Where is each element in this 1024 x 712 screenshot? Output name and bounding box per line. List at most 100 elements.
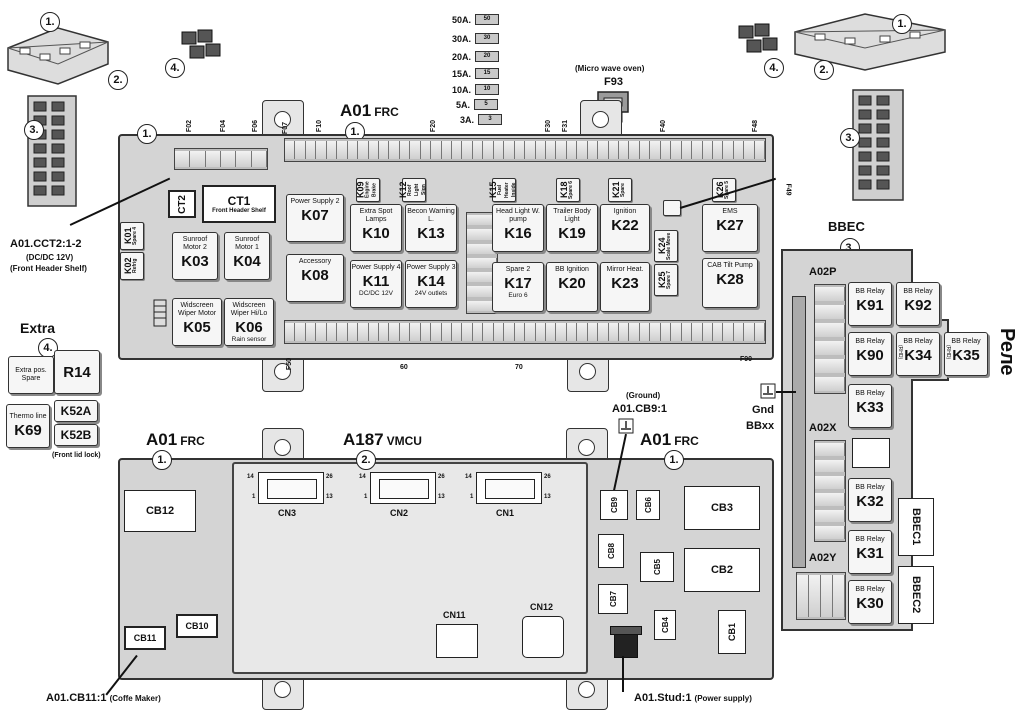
k52a-code: K52A xyxy=(60,404,92,418)
fuse-slot xyxy=(809,575,821,617)
cb4-block: CB4 xyxy=(654,610,676,640)
relay-name: Extra Spot Lamps xyxy=(359,208,393,223)
fuse-slot xyxy=(619,323,630,341)
legend-label: 3A. xyxy=(460,114,475,125)
small-relay-code: K24 xyxy=(657,237,667,255)
fuse-slot xyxy=(545,141,557,159)
a02y-label: A02Y xyxy=(809,552,837,564)
cb6-block: CB6 xyxy=(636,490,660,520)
cb3-block: CB3 xyxy=(684,486,760,530)
small-relay-code: K15 xyxy=(488,181,498,199)
relay-name: Accessory xyxy=(298,258,332,265)
fuse-slot xyxy=(815,443,845,456)
relay-name: CAB Tilt Pump xyxy=(707,262,753,269)
small-relay-name: Spare 7 xyxy=(666,270,672,290)
cn11-connector xyxy=(436,624,478,658)
ct1-connector: CT1 Front Header Shelf xyxy=(202,185,276,223)
fuse-slot xyxy=(347,141,359,159)
fuse-slot xyxy=(587,141,599,159)
ground-icon xyxy=(618,418,634,434)
small-relay-code: K09 xyxy=(355,181,366,199)
small-relay-name: Fuel Heater Inside xyxy=(497,182,517,198)
ct2-connector: CT2 xyxy=(168,190,196,218)
relay-name: Widscreen Wiper Hi/Lo xyxy=(230,302,268,317)
fuse-slot xyxy=(556,323,567,341)
relay-name: BB Relay xyxy=(903,288,933,295)
fuse-slot xyxy=(368,141,379,159)
pin-13: 13 xyxy=(544,494,551,500)
relay-name: BB Relay xyxy=(855,338,885,345)
relay-code: K13 xyxy=(417,225,445,242)
fuse-slot xyxy=(660,323,672,341)
relay-code: K32 xyxy=(856,493,884,510)
frc-top-badge-left: 1. xyxy=(137,124,157,144)
relay-note: DC/DC 12V xyxy=(359,290,393,297)
legend-row: 20A.20 xyxy=(452,51,500,62)
fuse-slot xyxy=(462,141,473,159)
vmcu-badge: 2. xyxy=(356,450,376,470)
relay-side-label: Реле xyxy=(996,328,1018,376)
cb11-block: CB11 xyxy=(124,626,166,650)
relay-k23: Mirror Heat.K23 xyxy=(600,262,650,312)
fuse-slot xyxy=(815,476,845,490)
small-relay-name: Spare 6 xyxy=(568,180,574,200)
relay-name: BB Relay xyxy=(855,586,885,593)
r14-relay: Extra pos. Spare xyxy=(8,356,54,394)
k52b-code: K52B xyxy=(60,428,92,442)
fuse-slot xyxy=(452,323,463,341)
cb1-block: CB1 xyxy=(718,610,746,654)
relay-code: K31 xyxy=(856,545,884,562)
fuse-slot xyxy=(441,323,452,341)
pin-1: 1 xyxy=(470,494,474,500)
small-relay-name: Spare xyxy=(620,183,626,197)
a02p-label: A02P xyxy=(809,266,837,278)
fuse-slot xyxy=(702,141,713,159)
k69-label: Thermo line xyxy=(9,413,47,420)
relay-note: (RHD) xyxy=(945,345,951,360)
relay-name: Power Supply 2 xyxy=(290,198,340,205)
cb2-block: CB2 xyxy=(684,548,760,592)
fuse-slot xyxy=(744,323,755,341)
connector-cn3 xyxy=(258,472,324,504)
legend-label: 50A. xyxy=(452,14,472,25)
connector-socket xyxy=(267,479,317,499)
relay-code: K08 xyxy=(301,267,329,284)
relay-name: BB Relay xyxy=(855,390,885,397)
fuse-slot xyxy=(358,323,369,341)
fuse-slot xyxy=(441,141,452,159)
relay-note: (RHD) xyxy=(897,345,903,360)
cct2-sub1: (DC/DC 12V) xyxy=(26,253,74,262)
relay-note: Rain sensor xyxy=(231,336,267,343)
relay-code: K22 xyxy=(611,217,639,234)
relay-code: K28 xyxy=(716,271,744,288)
relay-name: Power Supply 3 xyxy=(406,264,456,271)
fuse-slot xyxy=(358,141,369,159)
fuse-slot xyxy=(733,323,745,341)
connector-code: CN3 xyxy=(278,508,297,518)
fuse-tag: F50 xyxy=(286,358,293,371)
relay-name: BB Ignition xyxy=(555,266,589,273)
fuse-slot xyxy=(566,141,578,159)
relay-code: K20 xyxy=(558,275,586,292)
legend-fuse-icon: 20 xyxy=(475,51,500,62)
ground-icon xyxy=(760,383,776,399)
fuse-box-illustration-right xyxy=(794,13,946,201)
r14-code: R14 xyxy=(63,364,91,381)
fuse-slot xyxy=(681,323,693,341)
fuse-slot xyxy=(504,141,515,159)
bbec2-code: BBEC2 xyxy=(910,576,922,614)
legend-fuse-icon: 30 xyxy=(475,33,500,44)
